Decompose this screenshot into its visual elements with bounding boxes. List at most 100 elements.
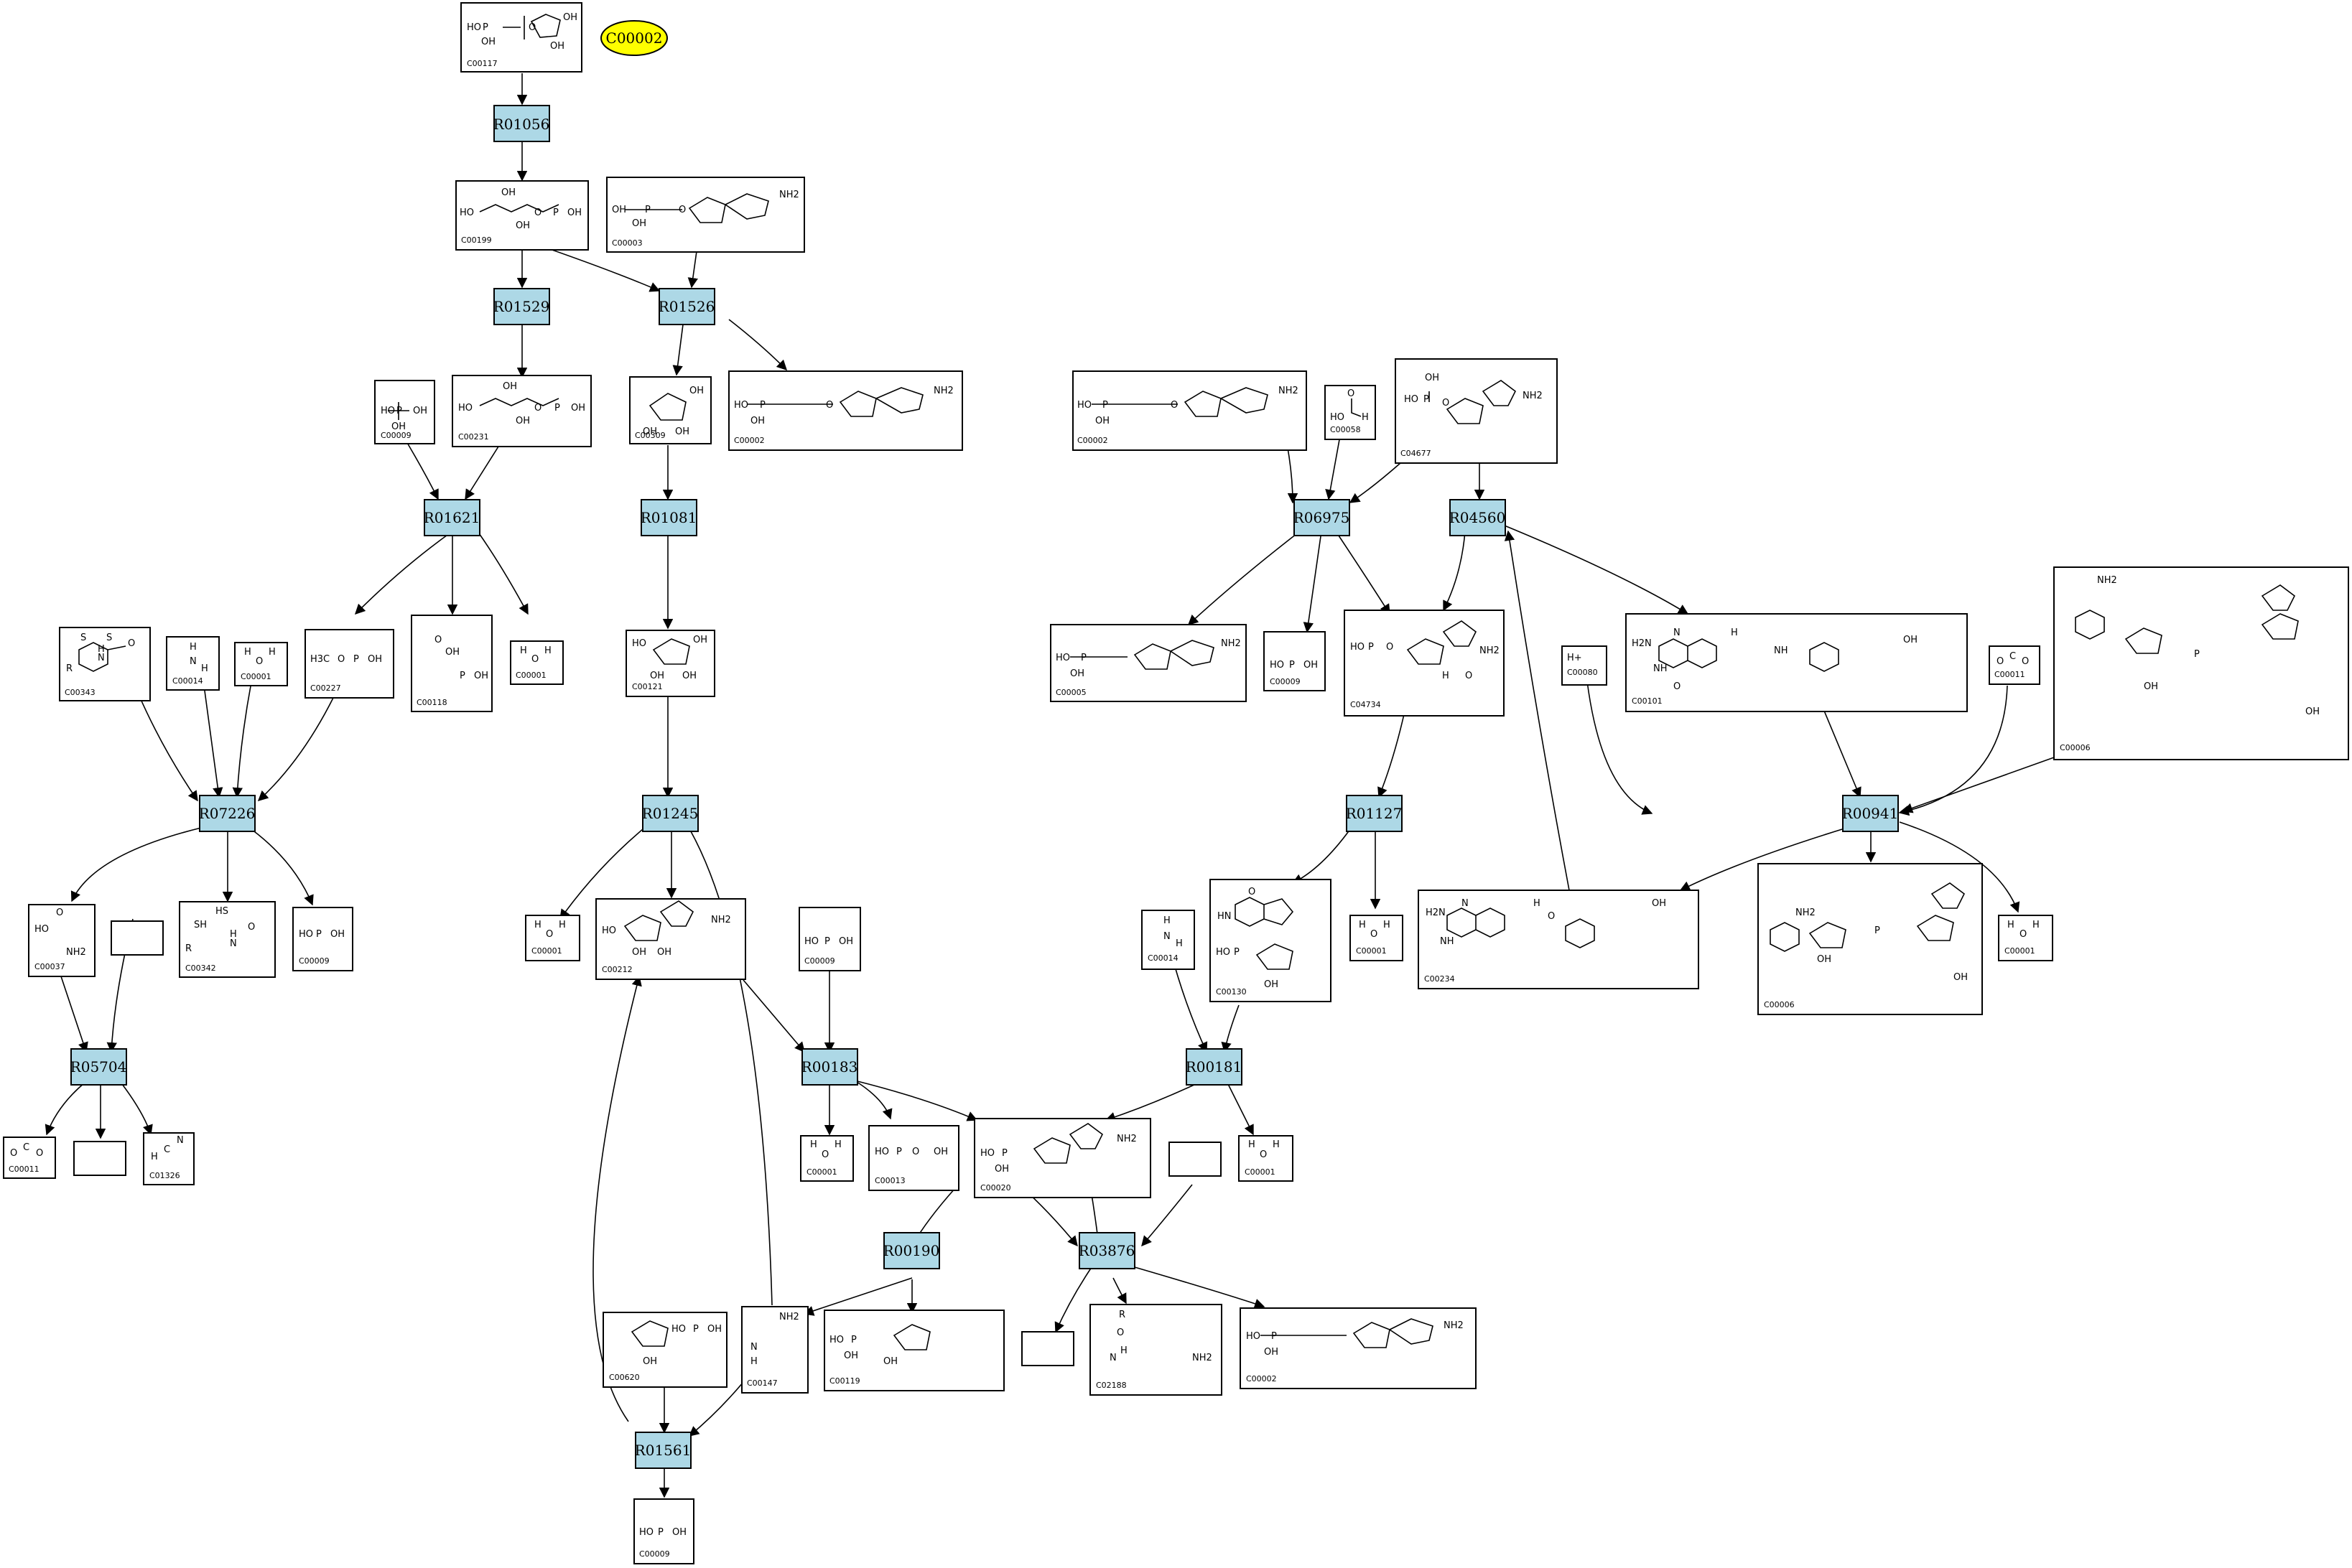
reaction-node[interactable]: R01561: [635, 1432, 692, 1469]
compound-node[interactable]: HO P OH O NH2 C00002: [728, 370, 963, 451]
empty-compound-node[interactable]: [1021, 1331, 1074, 1366]
compound-node[interactable]: R O N H NH2 C02188: [1089, 1304, 1222, 1396]
svg-text:R04560: R04560: [1449, 509, 1506, 526]
reaction-node[interactable]: R07226: [199, 795, 256, 832]
compound-node[interactable]: H O H C00001: [525, 915, 580, 961]
svg-text:C00009: C00009: [1270, 677, 1301, 686]
svg-text:C00005: C00005: [1056, 688, 1087, 697]
svg-text:OH: OH: [839, 936, 853, 947]
compound-node[interactable]: S S R H N O C00343: [59, 627, 151, 701]
compound-node[interactable]: NH2 P OH OH C00006: [2053, 566, 2349, 760]
empty-compound-node[interactable]: [1168, 1142, 1222, 1177]
svg-text:O: O: [679, 205, 686, 215]
compound-node[interactable]: HO P OH O C00013: [868, 1125, 959, 1191]
highlight-compound[interactable]: C00002: [600, 20, 668, 56]
svg-text:O: O: [56, 907, 63, 918]
svg-text:R01081: R01081: [641, 509, 697, 526]
compound-node[interactable]: HO P OH C00009: [799, 907, 861, 971]
svg-text:SH: SH: [194, 920, 207, 930]
reaction-node[interactable]: R06975: [1293, 499, 1350, 536]
compound-node[interactable]: HN O HO P OH C00130: [1209, 879, 1331, 1002]
reaction-node[interactable]: R00941: [1842, 795, 1899, 832]
compound-node[interactable]: HO OH OH OH C00121: [626, 630, 715, 697]
compound-node[interactable]: O C O C00011: [3, 1137, 56, 1179]
compound-node[interactable]: HO P OH NH2 C00005: [1050, 624, 1247, 702]
reaction-node[interactable]: R05704: [70, 1048, 127, 1086]
compound-node[interactable]: OH P OH O NH2 C00003: [606, 177, 805, 253]
svg-text:NH2: NH2: [1444, 1320, 1464, 1331]
compound-node[interactable]: HS SH R H N O C00342: [179, 901, 276, 978]
svg-text:HO: HO: [467, 22, 481, 33]
compound-node[interactable]: O HO H C00058: [1324, 385, 1376, 440]
svg-text:OH: OH: [1264, 979, 1278, 990]
compound-node[interactable]: O C O C00011: [1989, 645, 2040, 685]
svg-text:H: H: [1383, 920, 1390, 930]
svg-text:P: P: [1234, 947, 1240, 958]
compound-node[interactable]: HO P OH C00009: [1263, 631, 1326, 691]
svg-text:NH2: NH2: [2097, 575, 2117, 586]
reaction-node[interactable]: R03876: [1079, 1232, 1135, 1269]
compound-node[interactable]: H O H C00001: [800, 1135, 854, 1182]
compound-node[interactable]: HO O NH2 C00037: [28, 904, 96, 977]
compound-node[interactable]: H2N N NH H O OH C00234: [1418, 890, 1699, 989]
reaction-node[interactable]: R01529: [493, 288, 550, 325]
compound-node[interactable]: HO OH OH O P OH C00199: [455, 180, 589, 251]
compound-node[interactable]: NH2 P OH OH C00006: [1757, 863, 1983, 1015]
compound-node[interactable]: HO P OH C00009: [292, 907, 353, 971]
reaction-node[interactable]: R01621: [424, 499, 480, 536]
compound-node[interactable]: HO P OH OH C00620: [603, 1312, 728, 1388]
compound-node[interactable]: NH2 N H C00147: [741, 1306, 809, 1394]
compound-node[interactable]: OH HO P O NH2 C04677: [1395, 358, 1558, 464]
svg-text:HO: HO: [1404, 394, 1418, 405]
svg-text:OH: OH: [474, 671, 488, 681]
reaction-node[interactable]: R01245: [642, 795, 699, 832]
empty-compound-node[interactable]: [111, 920, 164, 956]
compound-node[interactable]: HO P OH C00009: [633, 1498, 694, 1564]
svg-text:C: C: [164, 1144, 170, 1155]
svg-text:R07226: R07226: [199, 805, 256, 822]
svg-text:P: P: [1368, 642, 1374, 653]
reaction-node[interactable]: R01526: [659, 288, 715, 325]
compound-node[interactable]: H N H C00014: [1141, 910, 1195, 970]
empty-compound-node[interactable]: [73, 1141, 126, 1176]
svg-text:C00309: C00309: [635, 431, 666, 440]
compound-node[interactable]: H O H C00001: [234, 642, 288, 686]
compound-node[interactable]: HO P OH NH2 C00002: [1240, 1307, 1477, 1389]
compound-node[interactable]: H O H C00001: [1998, 915, 2053, 961]
compound-node[interactable]: HO P OH NH2 C00020: [974, 1118, 1151, 1198]
compound-node[interactable]: HO OH OH NH2 C00212: [595, 898, 746, 980]
compound-node[interactable]: H3C O P OH C00227: [305, 629, 394, 699]
compound-node[interactable]: OH OH OH C00309: [629, 376, 712, 444]
compound-node[interactable]: H O H C00001: [1349, 915, 1403, 961]
svg-text:NH2: NH2: [1479, 645, 1500, 656]
compound-node[interactable]: H2N N NH H NH OH O C00101: [1625, 613, 1968, 712]
compound-node[interactable]: O OH P OH C00118: [411, 615, 493, 712]
compound-node[interactable]: HO P OH O OH OH C00117: [460, 2, 582, 73]
svg-text:O: O: [1347, 388, 1354, 399]
svg-text:C00002: C00002: [734, 436, 765, 445]
compound-node[interactable]: H+ C00080: [1561, 645, 1607, 686]
compound-node[interactable]: H N H C00014: [166, 636, 220, 691]
compound-node[interactable]: HO P OH OH C00009: [374, 380, 435, 444]
compound-node[interactable]: HO P OH O NH2 C00002: [1072, 370, 1307, 451]
compound-node[interactable]: HO OH OH O P OH C00231: [452, 375, 592, 447]
reaction-node[interactable]: R01056: [493, 105, 550, 142]
svg-text:N: N: [98, 653, 105, 663]
reaction-node[interactable]: R01081: [641, 499, 697, 536]
compound-node[interactable]: H O H C00001: [1238, 1135, 1293, 1182]
reaction-node[interactable]: R00183: [801, 1048, 858, 1086]
svg-text:P: P: [554, 403, 560, 414]
reaction-node[interactable]: R00190: [883, 1232, 940, 1269]
reaction-node[interactable]: R04560: [1449, 499, 1506, 536]
reaction-node[interactable]: R00181: [1186, 1048, 1242, 1086]
svg-text:H: H: [1731, 627, 1738, 638]
svg-text:OH: OH: [707, 1324, 722, 1335]
compound-node[interactable]: H O H C00001: [510, 640, 564, 685]
compound-node[interactable]: HO P O NH2 H O C04734: [1344, 610, 1505, 717]
svg-text:C00001: C00001: [516, 671, 547, 680]
svg-text:C: C: [2009, 651, 2016, 662]
svg-text:O: O: [10, 1148, 17, 1159]
compound-node[interactable]: HO P OH OH C00119: [824, 1310, 1005, 1391]
compound-node[interactable]: H C N C01326: [143, 1132, 195, 1185]
reaction-node[interactable]: R01127: [1346, 795, 1403, 832]
